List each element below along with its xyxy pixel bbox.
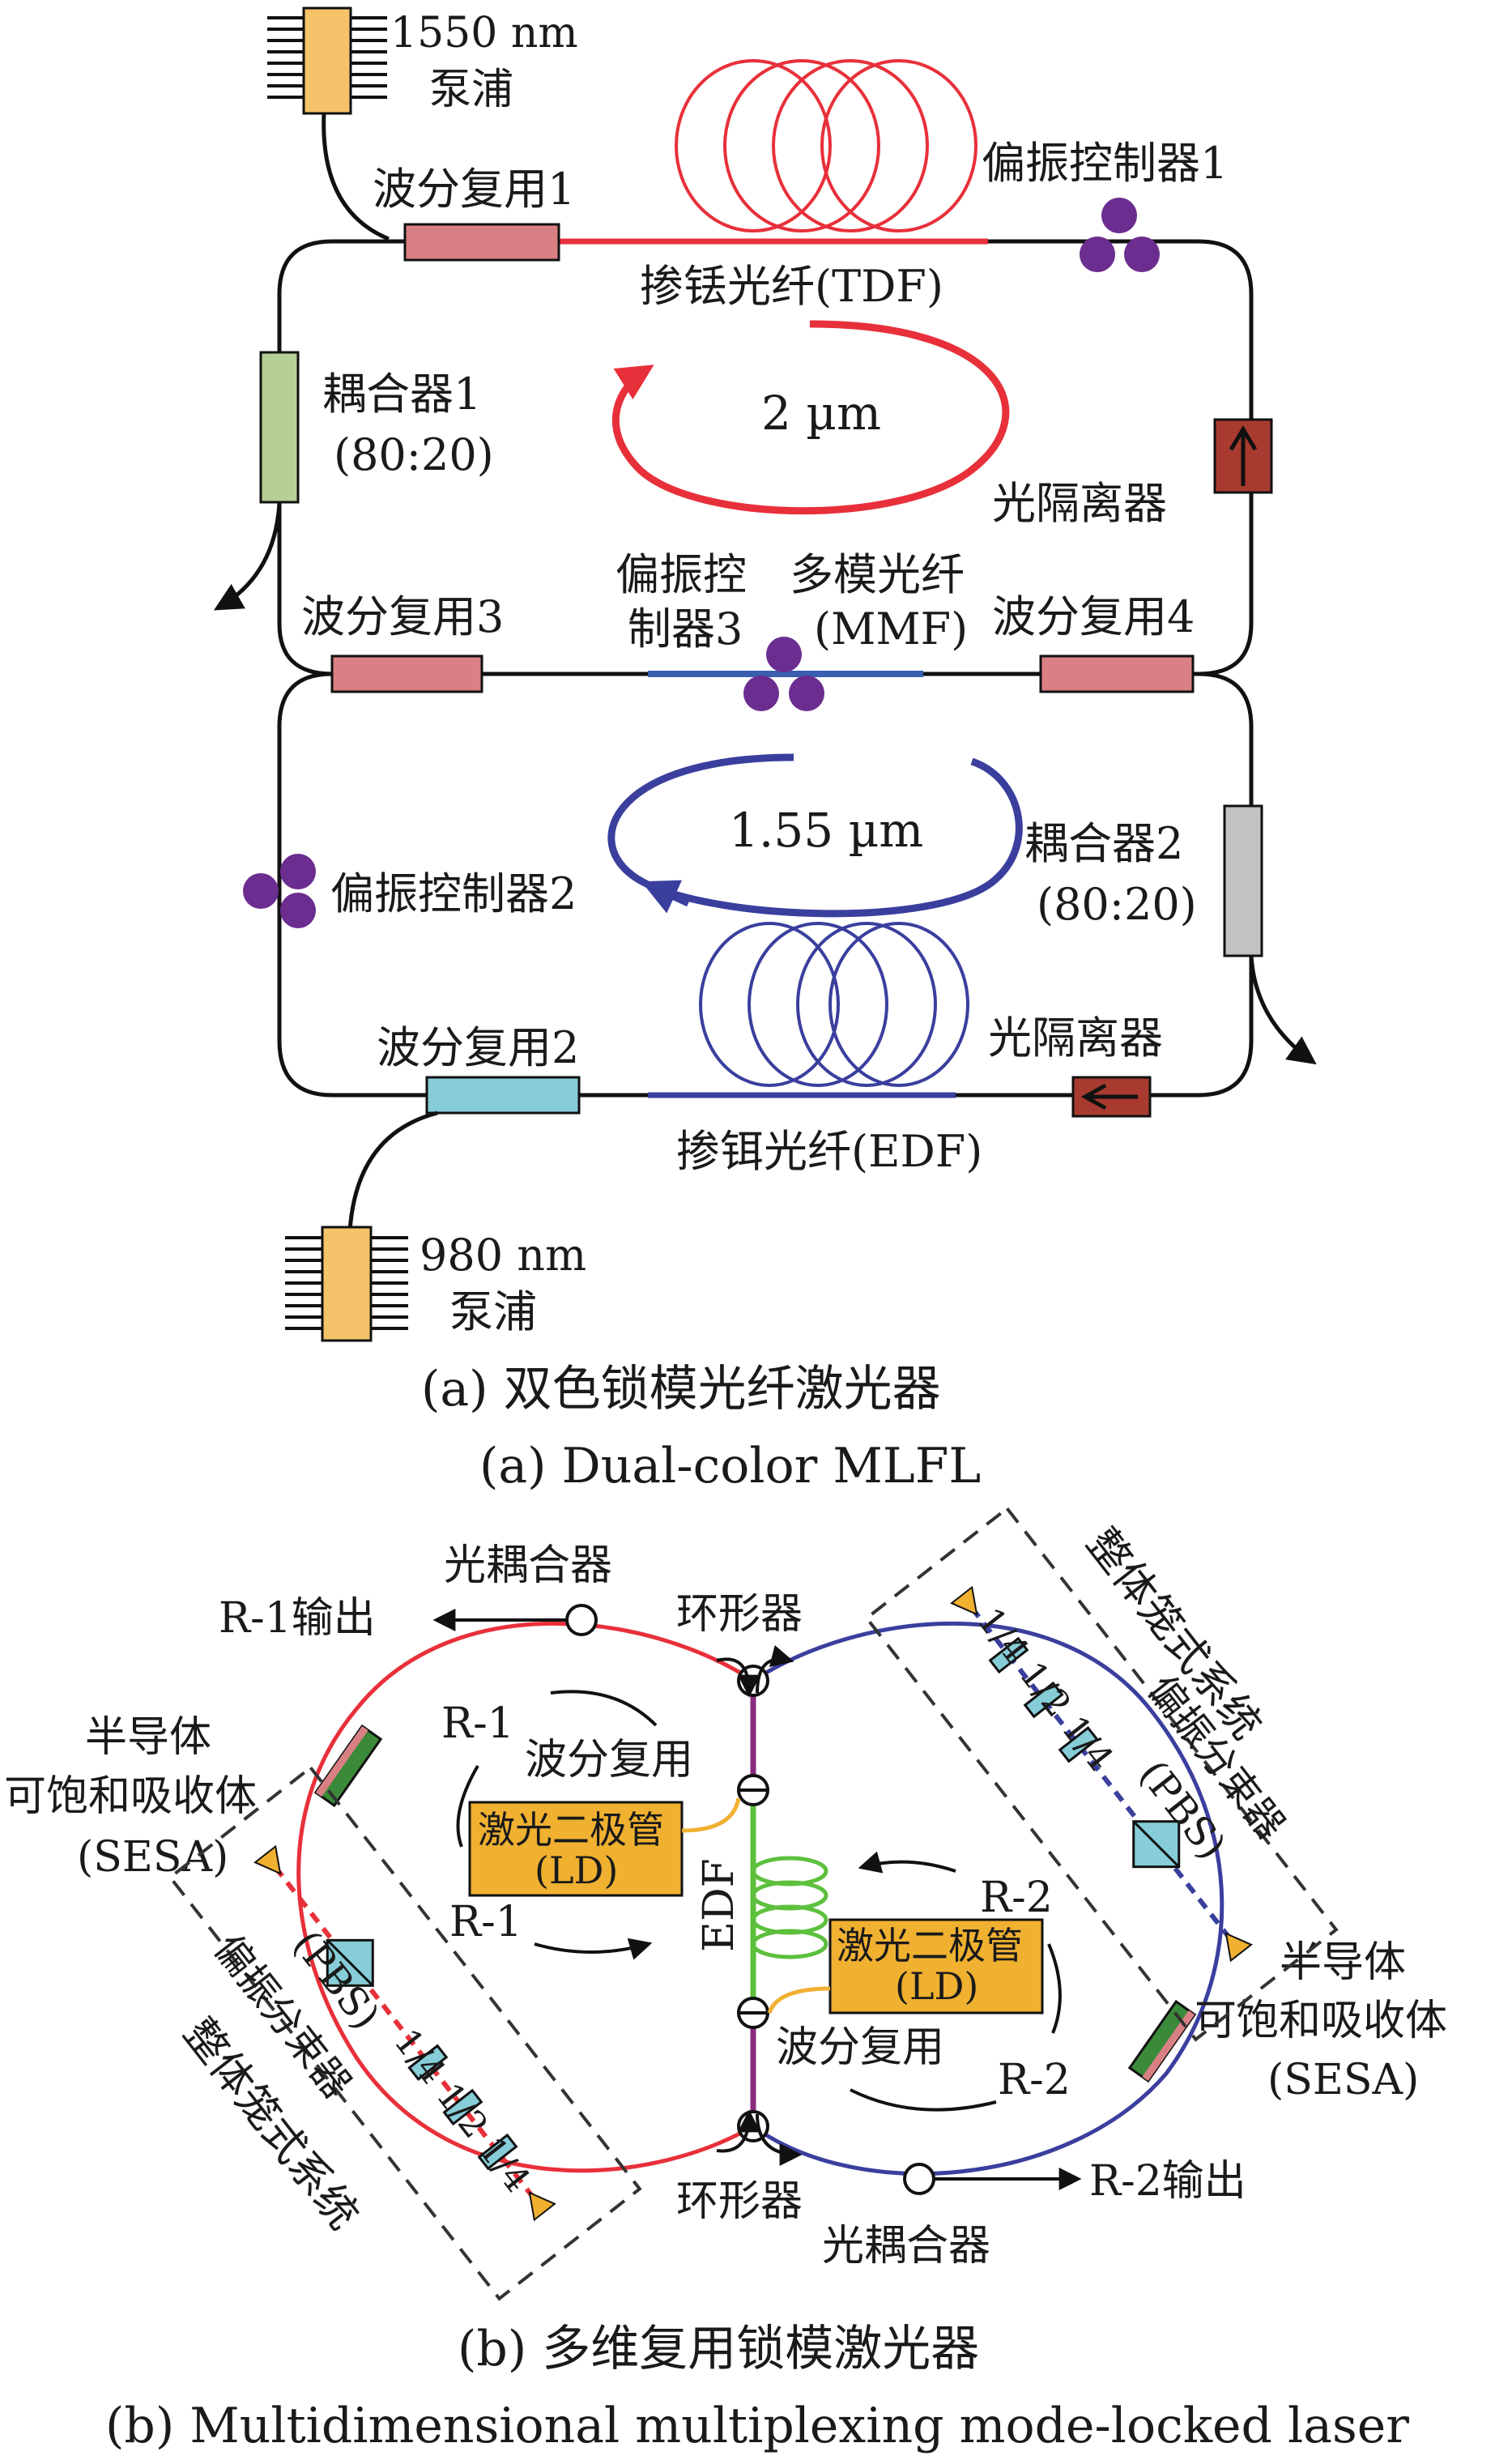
coupler2-output-fiber <box>1249 955 1317 1065</box>
wdm3-component <box>330 654 483 693</box>
ld-right <box>767 1918 1044 2014</box>
ld-left-label-2: (LD) <box>535 1848 618 1892</box>
pump-1550-label-2: 泵浦 <box>429 66 513 114</box>
r1-arrow-top <box>550 1690 658 1727</box>
edf-coil <box>699 922 969 1087</box>
coupler2-label-1: 耦合器2 <box>1024 818 1183 869</box>
pump-1550-label-1: 1550 nm <box>390 9 578 58</box>
ld-left <box>468 1797 741 1897</box>
waveplates-bottom-label: 1/4 1/2 1/4 <box>385 2021 538 2200</box>
caption-b-en: (b) Multidimensional multiplexing mode-l… <box>105 2398 1409 2454</box>
wdm2-component <box>425 1076 581 1115</box>
sesa-left <box>313 1724 383 1808</box>
coupler1-output-fiber <box>213 501 282 611</box>
wdm1-label: 波分复用1 <box>373 164 575 215</box>
sesa-left-label-3: (SESA) <box>77 1833 228 1882</box>
edf-coil-b <box>751 1856 828 1959</box>
circulator-bottom <box>716 2109 803 2166</box>
polarization-controller-2 <box>243 854 316 928</box>
r2-arrow-right <box>1047 1943 1062 2034</box>
loop-arrow-2um <box>611 320 1010 515</box>
sesa-right <box>1127 1999 1197 2083</box>
caption-a-cn: (a) 双色锁模光纤激光器 <box>421 1361 941 1418</box>
isolator-bottom-arrow-icon <box>1080 1083 1138 1111</box>
wdm2-label: 波分复用2 <box>377 1022 579 1073</box>
ld-right-label-2: (LD) <box>895 1964 978 2008</box>
r2-arrow-bottom <box>850 2088 997 2112</box>
sesa-left-label-2: 可饱和吸收体 <box>4 1772 257 1821</box>
tdf-coil <box>675 59 977 232</box>
cage-bottom-label: 整体笼式系统 <box>174 2010 368 2239</box>
wdm-top-label: 波分复用 <box>525 1736 693 1784</box>
mmf-label-1: 多模光纤 <box>790 549 965 600</box>
panel-b: EDF 环形器 环形器 波分复用 波分复用 激光二极管 <box>4 1506 1447 2454</box>
wdm-bottom-label: 波分复用 <box>776 2023 944 2072</box>
isolator-top-arrow-icon <box>1229 425 1258 486</box>
r1-arrow-bottom <box>534 1938 653 1960</box>
pump-980-label-1: 980 nm <box>420 1230 586 1281</box>
sesa-right-label-2: 可饱和吸收体 <box>1195 1997 1447 2045</box>
wdm4-label: 波分复用4 <box>992 591 1195 642</box>
r2-arrow-top <box>858 1851 956 1874</box>
loop-arrow-155um-head <box>641 880 690 914</box>
coupler2-component <box>1223 804 1263 957</box>
sesa-left-label-1: 半导体 <box>85 1713 211 1762</box>
coupler1-label-1: 耦合器1 <box>322 369 481 420</box>
r1-arrow-left <box>456 1764 479 1848</box>
pc2-label: 偏振控制器2 <box>330 868 577 919</box>
right-blue-loop <box>752 1621 1225 2176</box>
circulator-bottom-label: 环形器 <box>676 2177 803 2226</box>
pump-980-label-2: 泵浦 <box>449 1286 537 1337</box>
pc3-label-1: 偏振控 <box>615 549 747 600</box>
tdf-label: 掺铥光纤(TDF) <box>640 261 943 312</box>
ld-left-label-1: 激光二极管 <box>478 1808 664 1852</box>
wdm-bottom-node <box>737 1997 769 2029</box>
optical-coupler-top <box>432 1604 598 1636</box>
r1-label-a: R-1 <box>441 1699 514 1748</box>
coupler1-label-2: (80:20) <box>334 429 494 480</box>
coupler1-component <box>259 351 300 504</box>
edf-label: 掺铒光纤(EDF) <box>676 1126 982 1177</box>
isolator-bottom-label: 光隔离器 <box>988 1013 1163 1064</box>
left-red-loop <box>296 1621 755 2173</box>
loop-2um-label: 2 µm <box>761 386 881 441</box>
coupler2-label-2: (80:20) <box>1037 879 1197 930</box>
polarization-controller-1 <box>1080 198 1160 272</box>
loop-155um-label: 1.55 µm <box>729 803 923 858</box>
pump-980nm <box>285 1111 438 1342</box>
sesa-right-label-3: (SESA) <box>1267 2056 1419 2104</box>
caption-a-en: (a) Dual-color MLFL <box>479 1438 981 1494</box>
circulator-top-label: 环形器 <box>676 1590 803 1639</box>
mmf-label-2: (MMF) <box>814 603 968 654</box>
sesa-right-label-1: 半导体 <box>1280 1938 1406 1987</box>
circulator-top <box>716 1644 794 1698</box>
ld-right-label-1: 激光二极管 <box>837 1924 1023 1968</box>
wdm4-component <box>1039 654 1195 693</box>
polarization-controller-3 <box>743 637 824 711</box>
loop-arrow-155um <box>607 753 1023 918</box>
isolator-top-label: 光隔离器 <box>992 478 1167 529</box>
r2-label-b: R-2 <box>998 2056 1071 2104</box>
panel-a: 1550 nm 泵浦 波分复用1 掺铥光纤(TDF) 偏振控制器1 耦合器1 (… <box>213 6 1317 1494</box>
r2-output-label: R-2输出 <box>1089 2157 1246 2206</box>
edf-label-b: EDF <box>695 1858 743 1952</box>
optical-coupler-bottom <box>903 2163 1082 2195</box>
wdm-top-node <box>737 1774 769 1806</box>
coupler-bottom-label: 光耦合器 <box>822 2222 990 2270</box>
r2-label-a: R-2 <box>980 1874 1053 1922</box>
r1-output-label: R-1输出 <box>219 1594 376 1643</box>
r1-label-b: R-1 <box>449 1898 522 1946</box>
caption-b-cn: (b) 多维复用锁模激光器 <box>458 2321 979 2377</box>
wdm3-label: 波分复用3 <box>301 591 504 642</box>
pump-1550nm <box>267 6 390 241</box>
wdm1-component <box>403 223 560 262</box>
cage-system-top <box>864 1506 1339 2042</box>
pc1-label: 偏振控制器1 <box>982 138 1228 189</box>
coupler-top-label: 光耦合器 <box>444 1541 612 1590</box>
pc3-label-2: 制器3 <box>628 603 743 654</box>
